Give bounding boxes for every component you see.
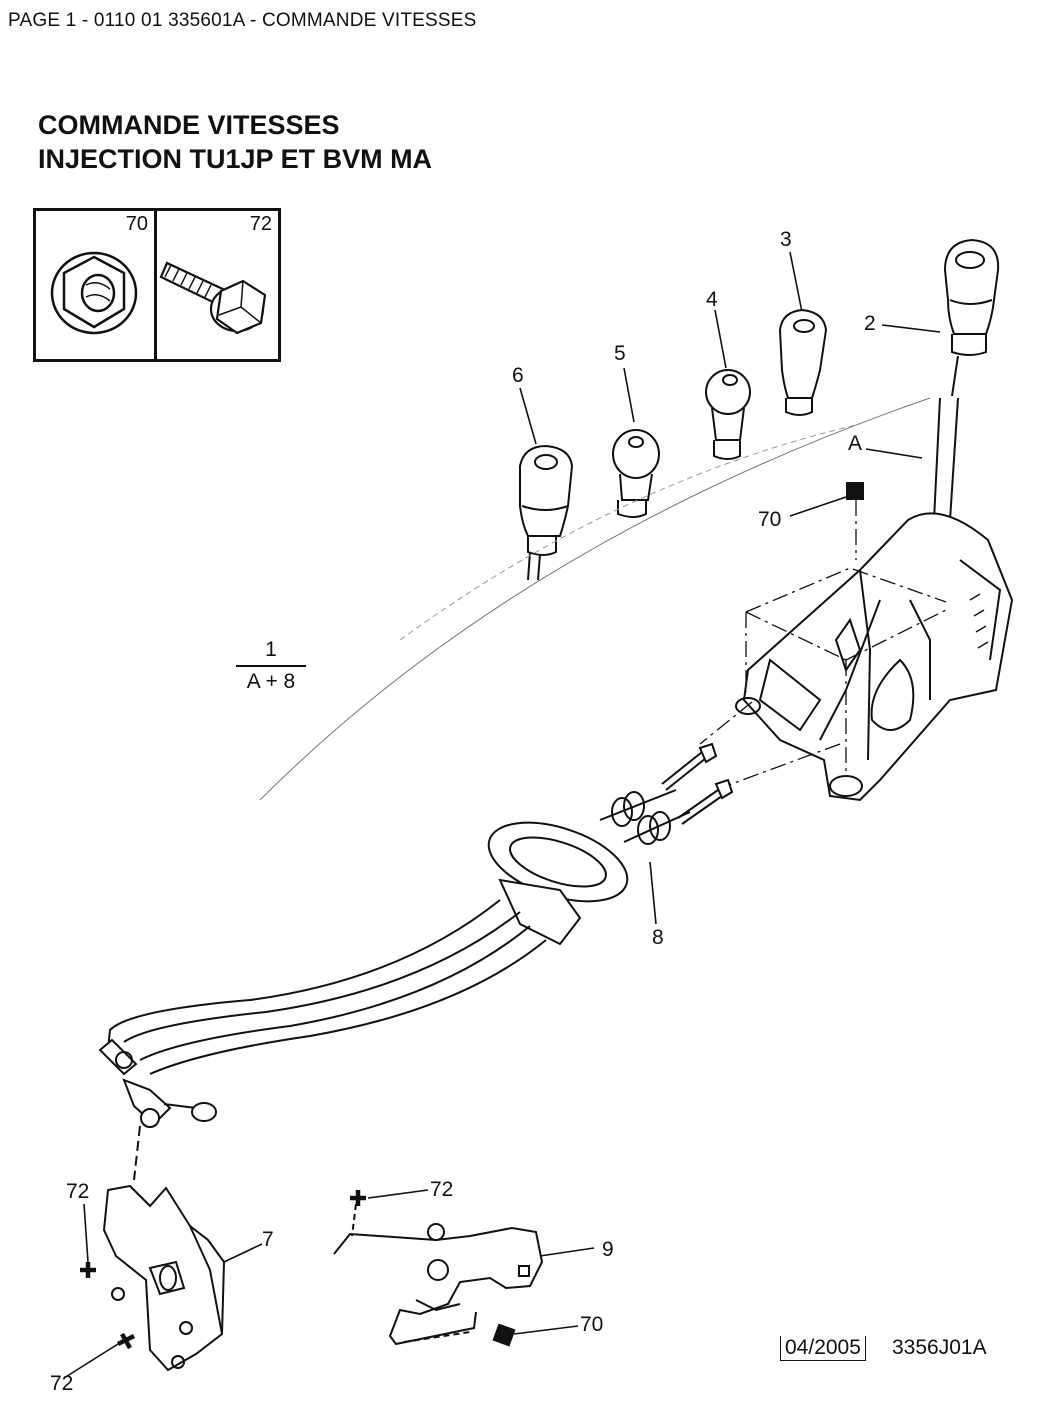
cable-boot-grommet (487, 789, 691, 946)
leader-lines (63, 251, 941, 1379)
gear-knob-2 (943, 238, 1000, 356)
fastener-marker-70 (846, 482, 864, 500)
hex-flange-nut-icon (50, 251, 138, 335)
selector-lever-9 (333, 1203, 544, 1346)
callout-72-left-top: 72 (66, 1180, 90, 1203)
callout-4: 4 (706, 288, 718, 311)
housing-bolts (661, 742, 734, 825)
gear-lever-housing (735, 397, 1014, 802)
callout-72-left-bottom: 72 (50, 1372, 74, 1395)
callout-5: 5 (614, 342, 626, 365)
assembly-numerator: 1 (265, 638, 277, 661)
hex-flange-bolt-icon (159, 261, 267, 335)
fraction-bar (236, 665, 306, 667)
assembly-denominator: A + 8 (246, 669, 296, 693)
footer-reference: 3356J01A (892, 1336, 987, 1359)
gear-lever-rod (951, 355, 959, 397)
dashed-assembly-outline (699, 500, 947, 787)
callout-72-center: 72 (430, 1178, 454, 1201)
fastener-marker-70 (492, 1323, 516, 1347)
gear-knob-3 (778, 308, 828, 416)
cable-bracket-7 (102, 1184, 226, 1372)
title-line-2: INJECTION TU1JP ET BVM MA (38, 144, 433, 174)
callout-9: 9 (602, 1238, 614, 1261)
fastener-cell-nut: 70 (36, 211, 157, 359)
page-title: COMMANDE VITESSES INJECTION TU1JP ET BVM… (38, 108, 432, 176)
callout-6: 6 (512, 364, 524, 387)
fastener-cell-bolt: 72 (157, 211, 278, 359)
phantom-sweep-line (259, 397, 931, 801)
fastener-legend-box: 70 72 (33, 208, 281, 362)
phantom-sweep-line-2 (399, 423, 861, 641)
cable-end-fittings (98, 1038, 217, 1181)
title-line-1: COMMANDE VITESSES (38, 110, 340, 140)
fastener-ref-bolt: 72 (249, 213, 272, 235)
callout-70-top: 70 (758, 508, 782, 531)
page-header: PAGE 1 - 0110 01 335601A - COMMANDE VITE… (8, 10, 477, 31)
assembly-fraction: 1 A + 8 (236, 638, 306, 694)
callout-7: 7 (262, 1228, 274, 1251)
callout-70-bottom: 70 (580, 1313, 604, 1336)
fastener-ref-nut: 70 (125, 213, 148, 235)
callout-A: A (848, 432, 863, 455)
callout-8: 8 (652, 926, 664, 949)
gearshift-cables (107, 899, 547, 1075)
footer-date: 04/2005 (780, 1336, 866, 1361)
gear-knob-5 (612, 429, 660, 518)
gear-knob-6 (519, 444, 574, 581)
fastener-marker-72 (80, 1190, 366, 1350)
gear-knob-4 (705, 369, 751, 460)
callout-2: 2 (864, 312, 876, 335)
callout-3: 3 (780, 228, 792, 251)
